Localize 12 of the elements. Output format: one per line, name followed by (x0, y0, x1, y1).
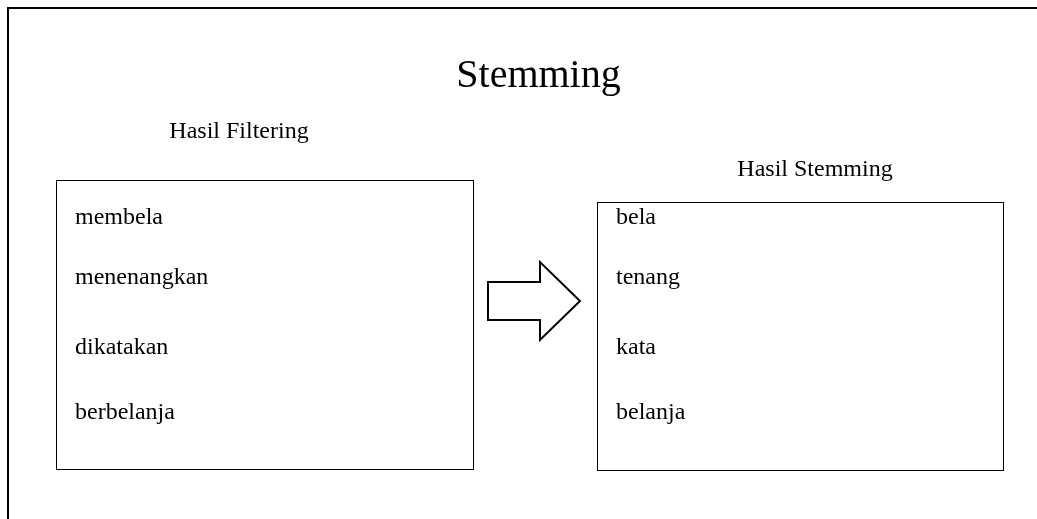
word: bela (616, 202, 656, 231)
column-heading: Hasil Filtering (168, 116, 310, 145)
title: Stemming (455, 50, 622, 98)
word: menenangkan (75, 262, 209, 291)
block-arrow (487, 259, 582, 343)
word: belanja (616, 397, 686, 426)
word: tenang (616, 262, 680, 291)
word: berbelanja (75, 397, 175, 426)
word: kata (616, 332, 656, 361)
word: dikatakan (75, 332, 169, 361)
word: membela (75, 202, 163, 231)
column-heading: Hasil Stemming (736, 154, 894, 183)
